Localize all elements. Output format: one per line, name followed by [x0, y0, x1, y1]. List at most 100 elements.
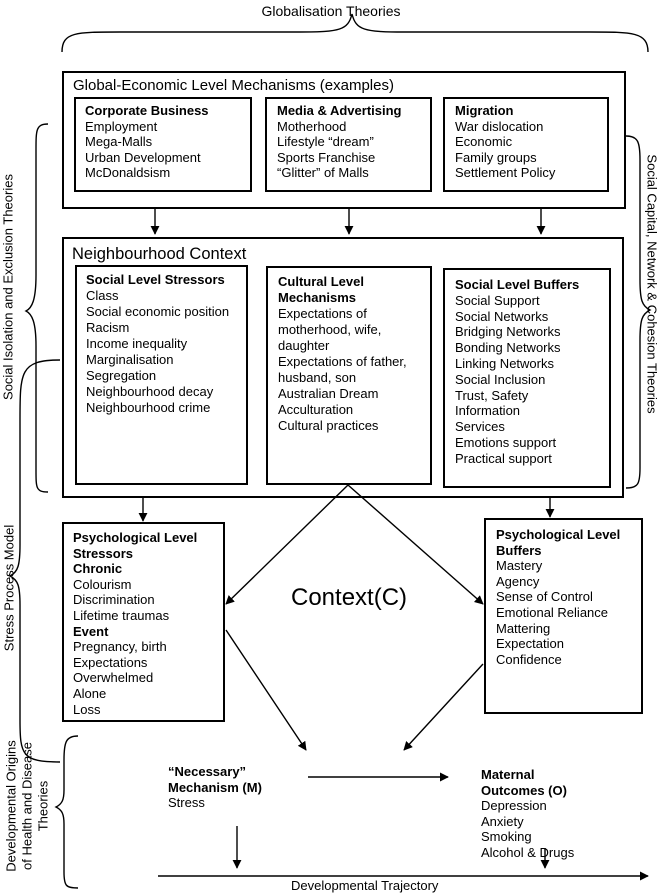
- psych-buffers-box: [484, 518, 643, 714]
- social-buffers-list: Social Level Buffers Social Support Soci…: [455, 277, 579, 467]
- list-item: Pregnancy, birth: [73, 639, 167, 655]
- list-item: husband, son: [278, 370, 357, 385]
- list-item: Mega-Malls: [85, 134, 153, 149]
- list-item: Urban Development: [85, 149, 201, 165]
- list-item: Economic: [455, 134, 513, 149]
- list-item: Racism: [86, 320, 130, 335]
- global-economic-box: [62, 71, 626, 209]
- list-item: Acculturation: [278, 402, 354, 417]
- list-item: Emotions support: [455, 434, 557, 450]
- corporate-business-list: Corporate Business Employment Mega-Malls…: [85, 103, 209, 181]
- psych-stressors-box: [62, 522, 225, 722]
- outcomes-block: Maternal Outcomes (O) Depression Anxiety…: [481, 767, 574, 861]
- list-item: Bridging Networks: [455, 324, 561, 340]
- media-advertising-box: [265, 97, 432, 192]
- chronic-heading: Chronic: [73, 561, 123, 577]
- social-buffers-box: [443, 268, 611, 488]
- mechanism-heading: Mechanism (M): [168, 779, 262, 795]
- social-stressors-box: [75, 265, 248, 485]
- list-item: Lifetime traumas: [73, 607, 170, 623]
- list-item: Employment: [85, 118, 158, 134]
- psych-buffers-list: Psychological Level Buffers Mastery Agen…: [496, 527, 620, 667]
- migration-heading: Migration: [455, 103, 514, 118]
- list-item: Australian Dream: [278, 386, 379, 401]
- list-item: Emotional Reliance: [496, 604, 609, 620]
- social-buffers-heading: Social Level Buffers: [455, 277, 580, 292]
- social-stressors-heading: Social Level Stressors: [86, 272, 225, 287]
- list-item: Bonding Networks: [455, 340, 561, 356]
- list-item: Mattering: [496, 620, 551, 636]
- list-item: Segregation: [86, 368, 157, 383]
- arrow-context-to-stressors: [225, 484, 349, 605]
- global-economic-title: Global-Economic Level Mechanisms (exampl…: [73, 77, 394, 94]
- corporate-business-box: [74, 97, 252, 192]
- list-item: Depression: [481, 798, 547, 814]
- list-item: Expectations: [73, 654, 148, 670]
- list-item: Mastery: [496, 558, 543, 574]
- list-item: McDonaldsism: [85, 165, 171, 180]
- mechanism-heading: “Necessary”: [168, 764, 247, 779]
- list-item: Practical support: [455, 450, 552, 466]
- list-item: Loss: [73, 701, 101, 717]
- media-advertising-list: Media & Advertising Motherhood Lifestyle…: [277, 103, 401, 181]
- list-item: Sports Franchise: [277, 149, 376, 165]
- list-item: Class: [86, 288, 119, 303]
- left-brace-dohad: [54, 735, 79, 889]
- list-item: Overwhelmed: [73, 670, 154, 686]
- list-item: Alcohol & Drugs: [481, 844, 575, 860]
- list-item: Settlement Policy: [455, 165, 556, 180]
- social-capital-label: Social Capital, Network & Cohesion Theor…: [644, 154, 660, 414]
- list-item: Social Inclusion: [455, 371, 546, 387]
- mechanism-block: “Necessary” Mechanism (M) Stress: [168, 764, 262, 811]
- media-advertising-heading: Media & Advertising: [277, 103, 402, 118]
- list-item: Family groups: [455, 149, 537, 165]
- list-item: Cultural practices: [278, 418, 379, 433]
- psych-stressors-heading: Stressors: [73, 545, 133, 561]
- left-brace-stress: [8, 359, 61, 763]
- list-item: Income inequality: [86, 336, 188, 351]
- neighbourhood-context-title: Neighbourhood Context: [72, 245, 247, 263]
- list-item: Social Support: [455, 292, 540, 308]
- outcomes-heading: Outcomes (O): [481, 782, 567, 798]
- list-item: Expectation: [496, 636, 564, 652]
- dohad-label-line-3: Theories: [35, 780, 51, 832]
- arrow-stressors-to-mechanism: [225, 629, 307, 751]
- event-heading: Event: [73, 623, 109, 639]
- arrow-buffers-to-mechanism: [403, 663, 484, 751]
- dohad-label-line-2: of Health and Disease: [19, 742, 35, 870]
- arrow-context-to-buffers: [347, 484, 484, 605]
- list-item: Confidence: [496, 651, 562, 667]
- list-item: Alone: [73, 685, 107, 701]
- list-item: Trust, Safety: [455, 387, 529, 403]
- list-item: “Glitter” of Malls: [277, 165, 369, 180]
- cultural-mechanisms-heading: Cultural Level: [278, 274, 364, 289]
- list-item: Neighbourhood crime: [86, 400, 211, 415]
- list-item: Discrimination: [73, 592, 155, 608]
- right-brace-capital: [625, 135, 652, 489]
- trajectory-label: Developmental Trajectory: [291, 878, 439, 893]
- list-item: Motherhood: [277, 118, 347, 134]
- cultural-mechanisms-heading: Mechanisms: [278, 290, 357, 305]
- list-item: Colourism: [73, 576, 132, 592]
- list-item: Social Networks: [455, 308, 549, 324]
- outcomes-heading: Maternal: [481, 767, 535, 782]
- migration-box: [443, 97, 609, 192]
- social-isolation-label: Social Isolation and Exclusion Theories: [0, 174, 16, 400]
- list-item: Social economic position: [86, 304, 230, 319]
- stress-process-label: Stress Process Model: [1, 524, 17, 652]
- list-item: Agency: [496, 573, 540, 589]
- diagram-title: Globalisation Theories: [261, 3, 401, 19]
- list-item: War dislocation: [455, 118, 544, 134]
- context-label: Context(C): [291, 584, 408, 611]
- psych-stressors-list: Psychological Level Stressors Chronic Co…: [73, 530, 197, 717]
- list-item: motherhood, wife,: [278, 322, 382, 337]
- list-item: Smoking: [481, 829, 532, 845]
- psych-stressors-heading: Psychological Level: [73, 530, 198, 545]
- list-item: daughter: [278, 338, 330, 353]
- list-item: Lifestyle “dream”: [277, 134, 374, 149]
- list-item: Marginalisation: [86, 352, 174, 367]
- migration-list: Migration War dislocation Economic Famil…: [455, 103, 555, 181]
- list-item: Services: [455, 419, 505, 435]
- list-item: Stress: [168, 795, 205, 810]
- social-stressors-list: Social Level Stressors Class Social econ…: [86, 272, 229, 416]
